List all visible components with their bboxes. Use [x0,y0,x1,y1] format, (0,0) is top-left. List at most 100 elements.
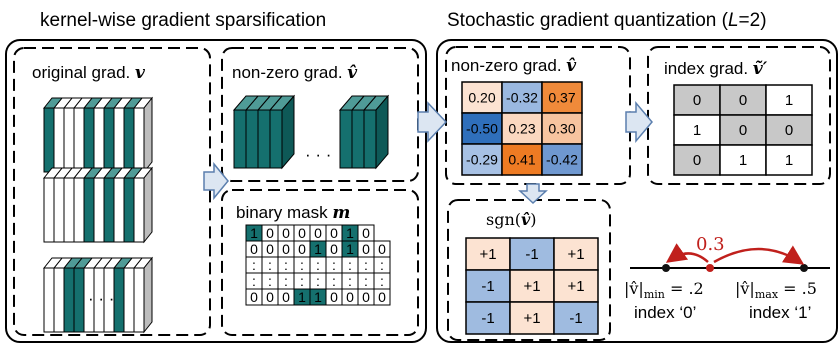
matrix-value: +1 [567,278,584,295]
block-kernel [233,109,247,169]
mask-value: 1 [314,289,322,305]
arrow-to-mask [203,161,229,201]
value-label: 0.3 [696,234,725,255]
mask-value: 0 [330,241,338,257]
zero-kernel [43,177,55,243]
mask-value: 1 [298,289,306,305]
matrix-value: 0 [693,152,701,169]
matrix-value: -0.29 [466,152,498,168]
nonzero-grad-panel [221,47,419,182]
mask-value: : [252,273,256,289]
block-ellipsis: · · · [305,145,331,164]
quantization-container [436,39,838,343]
stack-side [143,166,153,244]
nonzero-kernel [103,107,115,173]
zero-kernel [133,107,145,173]
mask-value: : [300,273,304,289]
matrix-value: -1 [525,246,538,263]
matrix-cell [461,112,503,145]
sign-panel [447,199,611,341]
zero-kernel [73,177,85,243]
mask-value: : [364,273,368,289]
mask-value: 0 [282,289,290,305]
matrix-value: 0 [785,122,793,139]
mask-value: : [316,273,320,289]
matrix-cell [541,112,583,145]
matrix-cell [541,143,583,176]
nonzero-kernel [123,177,135,243]
mask-value: 0 [266,241,274,257]
nonzero-kernel [83,107,95,173]
matrix-value: 1 [785,92,793,109]
matrix-value: -0.42 [546,152,578,168]
matrix-cell [673,114,721,146]
matrix-value: 0 [739,92,747,109]
zero-kernel [43,267,55,333]
kernel-stack [42,96,154,174]
matrix-value: +1 [567,246,584,263]
block-side [375,94,389,170]
mask-value: 0 [250,241,258,257]
matrix-value: 0 [739,122,747,139]
zero-kernel [113,107,125,173]
nonzero-kernel [73,267,85,333]
matrix-cell [673,84,721,116]
nonzero-block [232,94,296,170]
mask-value: : [380,273,384,289]
original-grad-label: original grad. v [32,63,146,83]
mask-cell [373,288,391,306]
mask-value: : [348,257,352,273]
nonzero-kernel [63,267,75,333]
zero-kernel [123,267,135,333]
matrix-cell [501,143,543,176]
block-kernel [351,109,365,169]
mask-value: 0 [282,241,290,257]
zero-kernel [63,107,75,173]
mask-value: 0 [298,241,306,257]
mask-value: : [252,257,256,273]
block-side [281,94,295,170]
mask-value: 1 [346,225,354,241]
mask-value: 0 [282,225,290,241]
zero-kernel [53,107,65,173]
mask-value: 1 [346,241,354,257]
mask-value: : [332,273,336,289]
min-point [662,264,670,272]
number-line: 0.3 |v̂|min = .2 |v̂|max = .5 index ‘0’ … [624,234,830,322]
matrix-value: +1 [523,310,540,327]
mask-value: : [284,273,288,289]
kernel-stacks [42,96,154,334]
matrix-value: 1 [785,152,793,169]
mask-value: : [268,273,272,289]
mask-value: 0 [330,225,338,241]
nonzero-kernel [103,177,115,243]
nonzero-kernel [43,107,55,173]
zero-kernel [93,177,105,243]
matrix-cell [461,143,503,176]
sign-label: sgn(v̂) [486,210,537,229]
matrix-value: +1 [523,278,540,295]
value-point [706,264,714,272]
kernel-stack [42,166,154,244]
matrix-value: -1 [569,310,582,327]
mask-value: 1 [250,225,258,241]
matrix-cell [501,112,543,145]
index-1-label: index ‘1’ [749,303,811,322]
mask-value: 0 [314,225,322,241]
mask-value: 0 [362,241,370,257]
block-kernel [339,109,353,169]
arrow-to-index [625,100,653,144]
zero-kernel [63,177,75,243]
nonzero-kernel [83,177,95,243]
zero-kernel [73,107,85,173]
matrix-value: 0.41 [508,152,535,168]
mask-value: : [348,273,352,289]
matrix-cell [465,237,511,271]
binary-mask-panel [221,189,419,336]
stack-ellipsis: · · · [88,289,114,308]
sparsification-container [5,39,427,343]
kernel-stack [42,256,154,334]
matrix-value: 1 [739,152,747,169]
matrix-value: -0.50 [466,121,498,137]
